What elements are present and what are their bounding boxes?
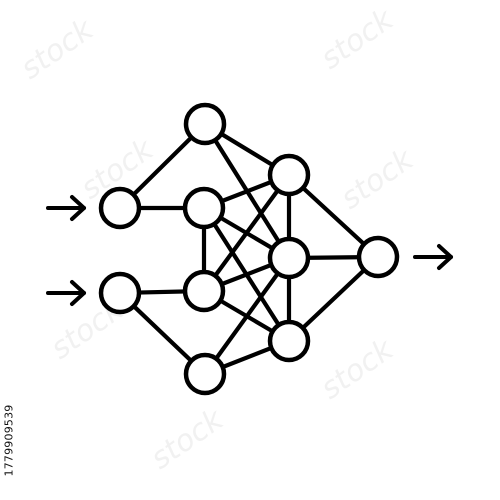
svg-text:stock: stock	[145, 401, 232, 476]
svg-text:stock: stock	[315, 331, 402, 406]
node-h1c	[182, 269, 226, 313]
svg-text:stock: stock	[315, 1, 402, 76]
node-h2a	[267, 153, 311, 197]
input-arrow-1-icon	[46, 195, 86, 221]
node-in1	[98, 186, 142, 230]
output-arrow-head	[437, 244, 453, 270]
node-h1b	[182, 186, 226, 230]
svg-text:stock: stock	[335, 141, 422, 216]
nodes-layer	[98, 102, 400, 396]
arrows-layer	[46, 195, 453, 306]
output-arrow-icon	[413, 244, 453, 270]
node-in2	[98, 271, 142, 315]
input-arrow-2-icon	[46, 280, 86, 306]
edge-h1d-h2b	[202, 255, 292, 377]
node-h1d	[183, 352, 227, 396]
svg-text:stock: stock	[15, 11, 102, 86]
stock-id-label: 1779909539	[0, 380, 18, 500]
stock-id-text: 1779909539	[2, 404, 16, 476]
node-h2c	[267, 319, 311, 363]
input-arrow-2-head	[70, 280, 86, 306]
node-h2b	[267, 236, 311, 280]
node-h1a	[183, 102, 227, 146]
node-out	[356, 235, 400, 279]
edge-h1c-h2a	[201, 172, 292, 294]
input-arrow-1-head	[70, 195, 86, 221]
